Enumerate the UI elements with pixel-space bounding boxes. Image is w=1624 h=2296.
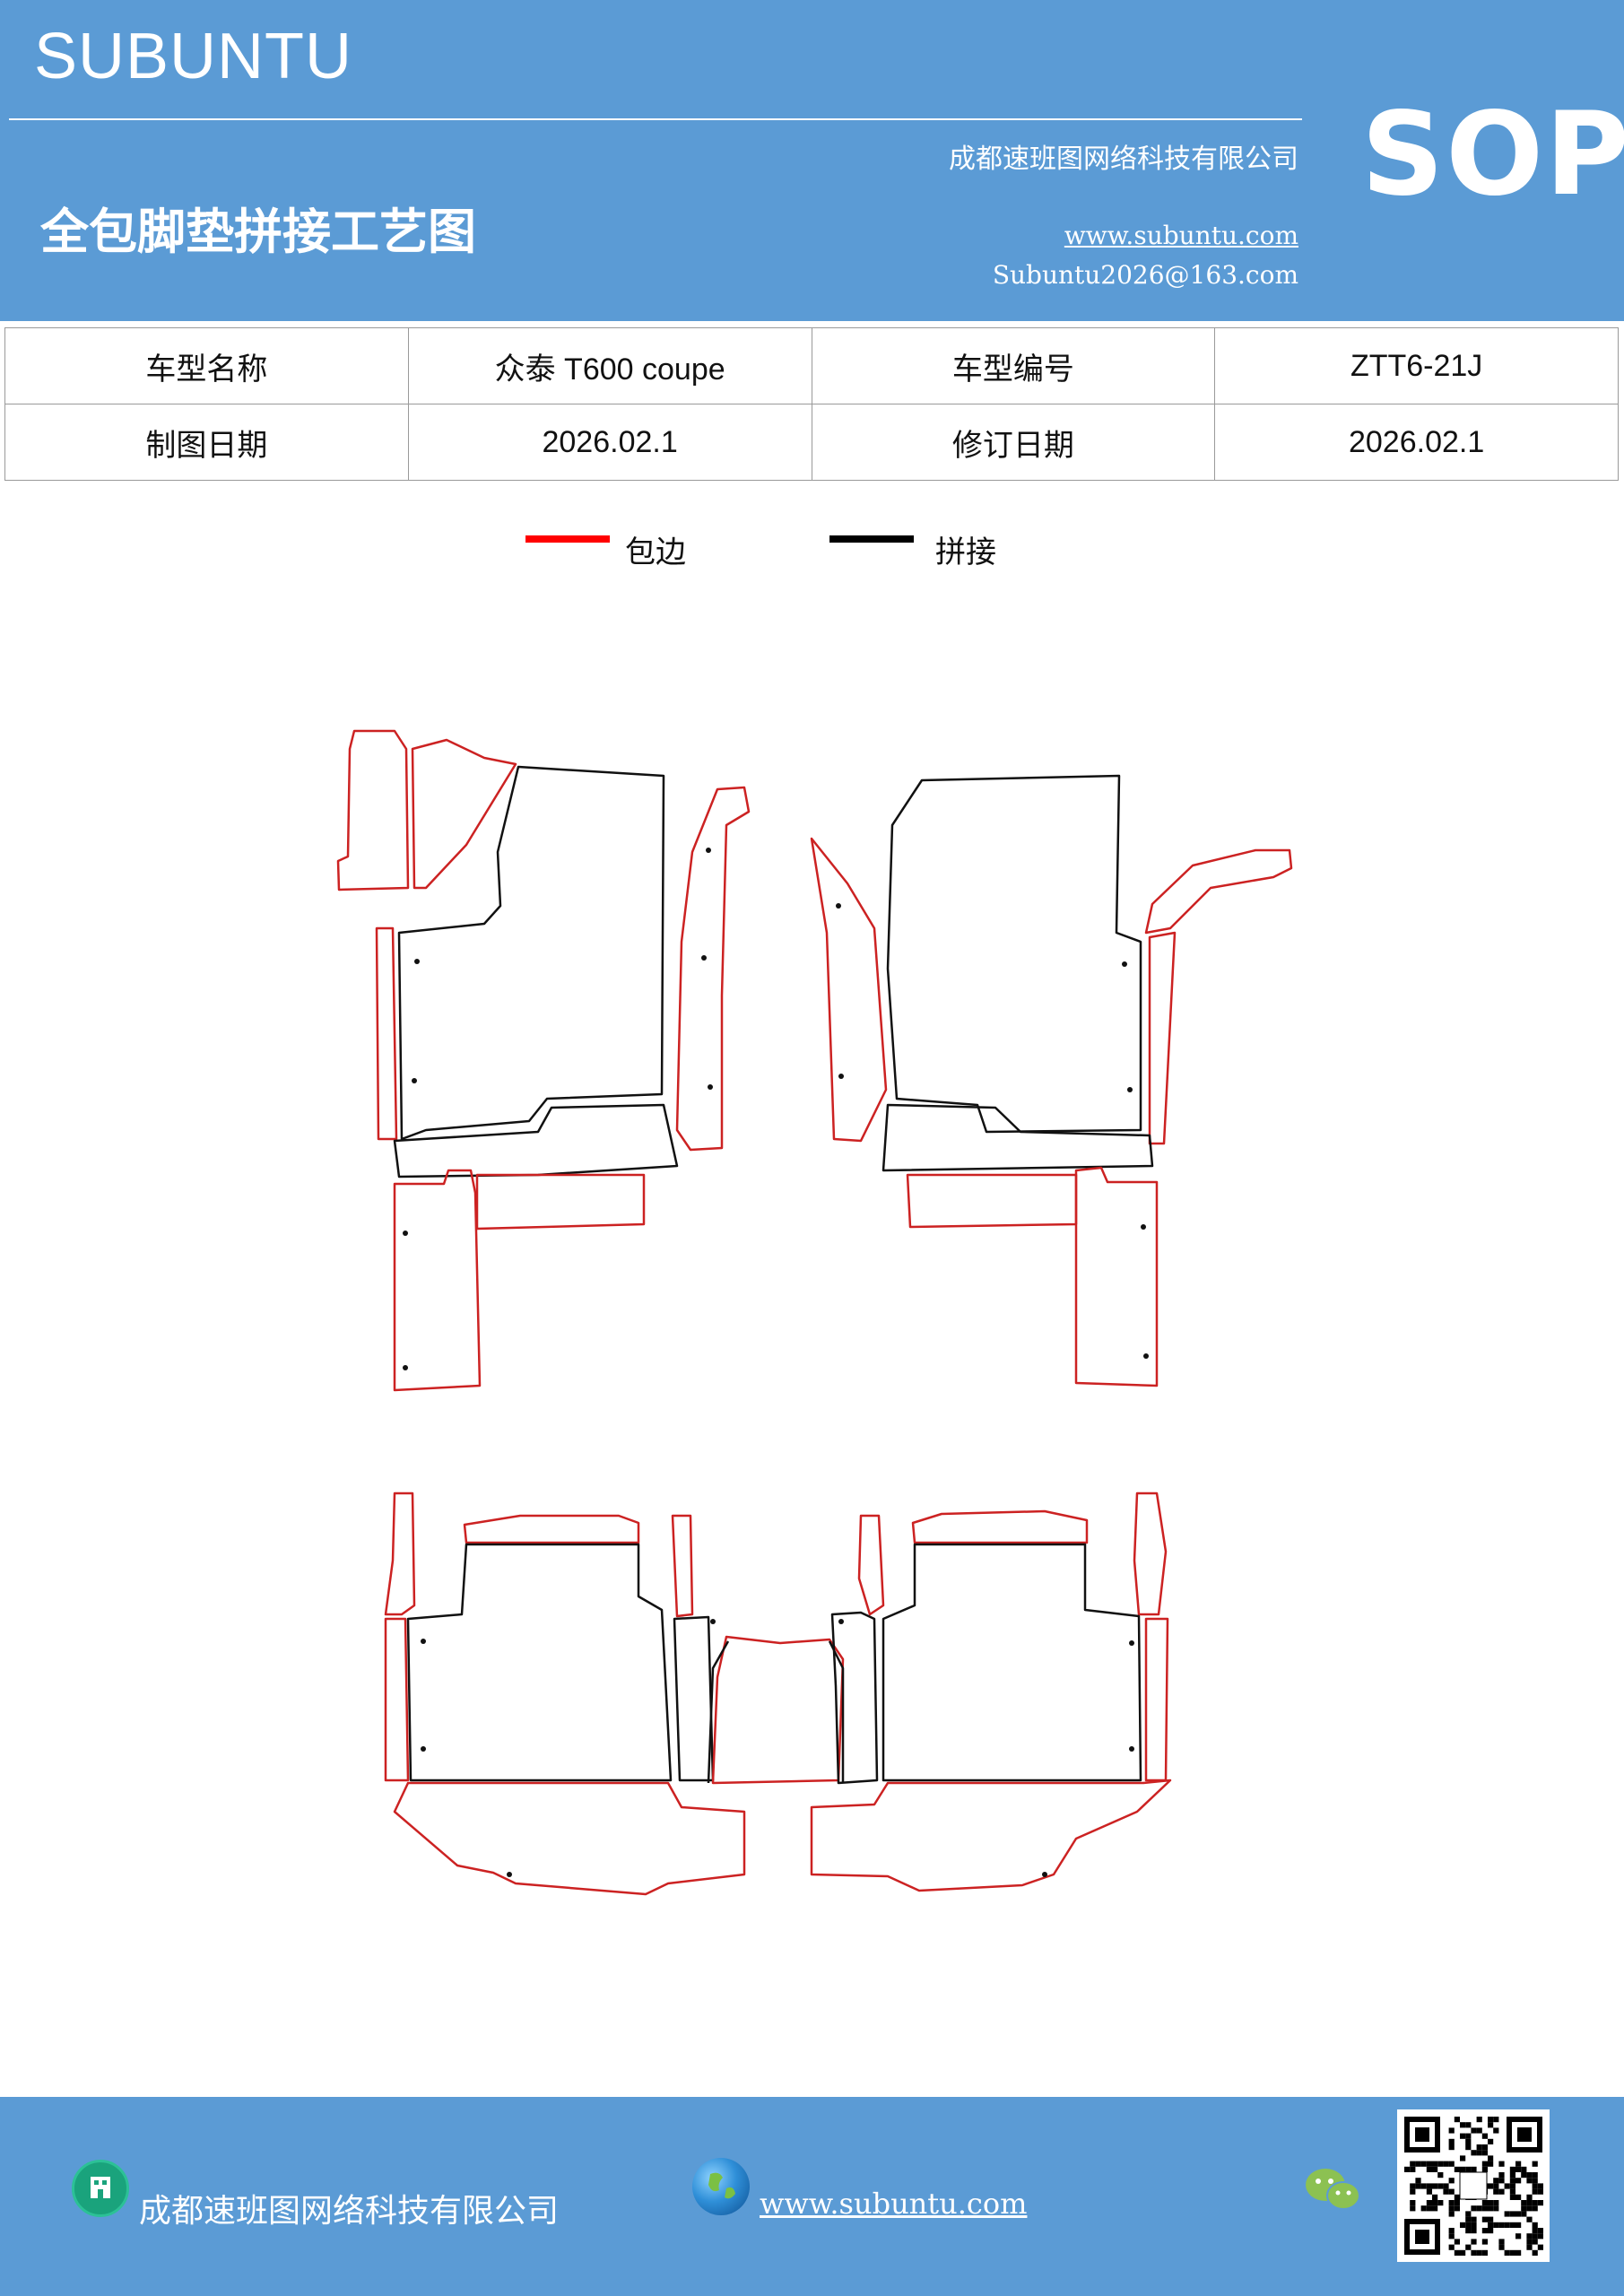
mat-piece [336,729,410,891]
mat-hole [403,1365,408,1370]
model-name-label: 车型名称 [4,327,409,404]
mat-hole [1141,1224,1146,1230]
mat-hole [421,1746,426,1752]
legend-black-line [829,535,914,543]
front-left-mat-group [336,729,751,1392]
mat-piece [411,738,517,890]
mat-piece [1144,848,1293,935]
legend-label-edge: 包边 [625,535,686,570]
mat-hole [1143,1353,1149,1359]
model-name-value: 众泰 T600 coupe [407,327,812,404]
floor-mat-diagram [336,729,1293,1896]
mat-hole [421,1639,426,1644]
mat-hole [701,955,707,961]
mat-piece [393,1169,482,1392]
mat-hole [706,848,711,853]
mat-hole [708,1084,713,1090]
qr-code [1397,2109,1550,2262]
company-name: 成都速班图网络科技有限公司 [949,144,1298,175]
header-divider [9,118,1302,120]
mat-piece [810,1779,1172,1892]
mat-piece [881,1103,1154,1172]
mat-hole [1042,1872,1047,1877]
mat-piece [475,1173,646,1231]
mat-piece [384,1617,410,1782]
mat-piece [406,1543,673,1782]
mat-hole [507,1872,512,1877]
rear-right-mat-group [810,1492,1172,1892]
mat-piece [1144,1617,1169,1782]
mat-piece [384,1492,416,1616]
table-row: 制图日期 2026.02.1 修订日期 2026.02.1 [4,404,1619,481]
email-address: Subuntu2026@163.com [992,260,1298,290]
document-title: 全包脚垫拼接工艺图 [40,203,476,260]
rear-left-mat-group [384,1492,746,1896]
mat-piece [375,926,398,1141]
front-right-mat-group [810,774,1293,1387]
mat-piece [711,1635,845,1785]
mat-piece [393,1781,746,1896]
mat-piece [810,837,888,1143]
mat-hole [836,903,841,909]
mat-piece [886,774,1142,1134]
mat-piece [1148,931,1177,1145]
mat-hole [710,1619,716,1624]
header-banner: SUBUNTU 成都速班图网络科技有限公司 SOP 全包脚垫拼接工艺图 www.… [0,0,1624,321]
legend-label-seam: 拼接 [935,535,996,570]
revision-date-value: 2026.02.1 [1214,404,1619,481]
mat-piece [881,1543,1142,1782]
mat-hole [1129,1746,1134,1752]
building-icon [72,2160,129,2217]
mat-hole [838,1619,844,1624]
sop-label: SOP [1361,88,1624,222]
vehicle-info-table: 车型名称 众泰 T600 coupe 车型编号 ZTT6-21J 制图日期 20… [4,327,1619,481]
mat-hole [412,1078,417,1083]
mat-piece [857,1514,885,1616]
mat-piece [1074,1166,1159,1387]
mat-piece [463,1514,640,1544]
mat-hole [403,1231,408,1236]
legend-red-line [525,535,610,543]
mat-hole [1122,961,1127,967]
footer-website-link[interactable]: www.subuntu.com [760,2187,1028,2221]
legend: 包边 拼接 [0,527,1624,572]
table-row: 车型名称 众泰 T600 coupe 车型编号 ZTT6-21J [4,327,1619,404]
mat-piece [397,765,665,1141]
mat-piece [906,1173,1078,1229]
drawing-date-label: 制图日期 [4,404,409,481]
mat-piece [1133,1492,1168,1616]
wechat-icon[interactable] [1302,2163,1365,2217]
revision-date-label: 修订日期 [811,404,1216,481]
mat-hole [1129,1640,1134,1646]
mat-piece [911,1509,1089,1544]
mat-piece [707,1640,730,1784]
drawing-date-value: 2026.02.1 [407,404,812,481]
mat-hole [838,1074,844,1079]
mat-hole [1127,1087,1133,1092]
globe-icon [692,2158,750,2215]
mat-piece [830,1611,879,1785]
mat-piece [393,1103,679,1178]
model-code-value: ZTT6-21J [1214,327,1619,404]
website-link[interactable]: www.subuntu.com [1064,221,1298,250]
mat-piece [673,1615,715,1782]
mat-hole [414,959,420,964]
model-code-label: 车型编号 [811,327,1216,404]
brand-name: SUBUNTU [34,21,353,92]
footer-banner: 成都速班图网络科技有限公司 www.subuntu.com [0,2097,1624,2296]
mat-piece [671,1514,694,1618]
footer-company-name: 成都速班图网络科技有限公司 [139,2193,560,2230]
rear-center-mat-group [707,1635,845,1785]
mat-piece [675,786,751,1152]
